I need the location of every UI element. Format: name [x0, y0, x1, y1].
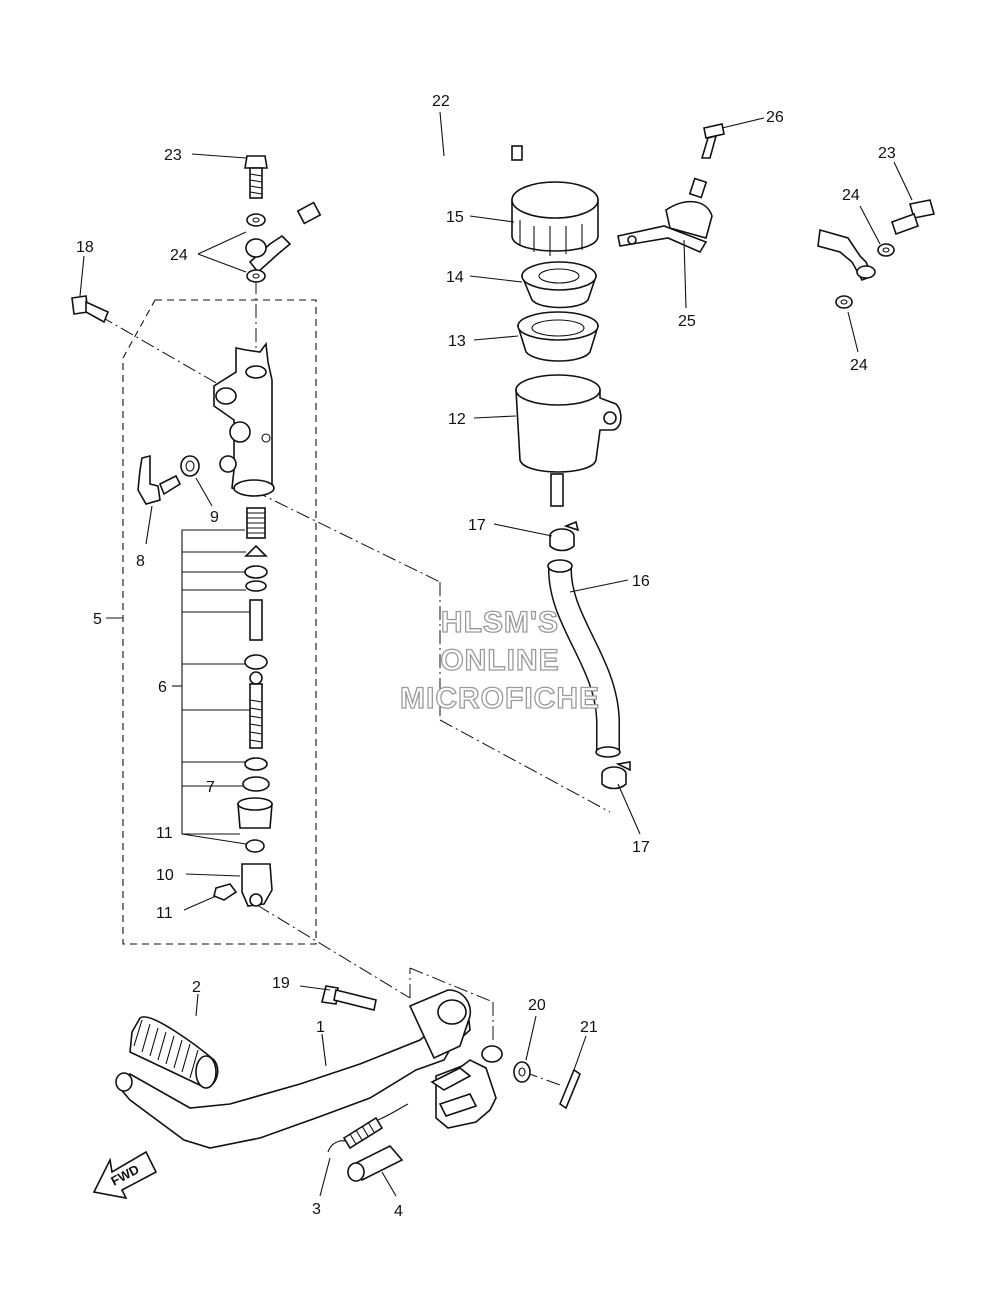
mounting-bolt: [71, 295, 110, 324]
callout-1: 1: [316, 1019, 325, 1036]
master-cylinder-body: [213, 341, 275, 497]
callout-11-upper: 11: [156, 825, 173, 842]
callout-8: 8: [136, 553, 145, 570]
pedal-washer: [513, 1061, 531, 1083]
footrest-rubber: [129, 1016, 219, 1089]
callout-2: 2: [192, 979, 201, 996]
callout-17-lower: 17: [632, 839, 650, 856]
callout-19: 19: [272, 975, 290, 992]
watermark-line-1: HLSM'S: [441, 606, 559, 639]
callout-26: 26: [766, 109, 784, 126]
callout-16: 16: [632, 573, 650, 590]
locknut-upper: [245, 839, 265, 853]
hose-joint: [137, 454, 182, 505]
callout-22: 22: [432, 93, 450, 110]
diaphragm: [516, 311, 600, 362]
callout-23-left: 23: [164, 147, 182, 164]
return-spring: [327, 1103, 409, 1153]
cotter-pin: [559, 1068, 581, 1110]
assembly-boundary: [122, 299, 317, 945]
locknut-lower: [213, 883, 238, 901]
pedal-pivot-pin: [321, 985, 377, 1011]
kit-bracket: [181, 529, 250, 835]
spring-sleeve: [347, 1145, 404, 1182]
union-bolt-left: [244, 155, 268, 199]
reservoir-cap: [511, 181, 599, 256]
joint-o-ring: [180, 455, 200, 477]
hose-guide-bolt: [700, 123, 725, 159]
union-bolt-right: [890, 199, 936, 236]
callout-20: 20: [528, 997, 546, 1014]
callout-23-right: 23: [878, 145, 896, 162]
callout-15: 15: [446, 209, 464, 226]
callout-11-lower: 11: [156, 905, 173, 922]
watermark-line-2: ONLINE: [440, 644, 559, 677]
callout-10: 10: [156, 867, 174, 884]
callout-24-left: 24: [170, 247, 188, 264]
alignment-lines: [99, 280, 611, 1086]
callout-24-right-upper: 24: [842, 187, 860, 204]
callout-21: 21: [580, 1019, 598, 1036]
callout-9: 9: [210, 509, 219, 526]
washers: [245, 213, 895, 309]
callout-18: 18: [76, 239, 94, 256]
brake-pedal: [115, 989, 503, 1149]
callout-6: 6: [158, 679, 167, 696]
clevis: [241, 863, 273, 907]
callout-labels: 1 2 3 4 5 6 7 8 9 10 11 11 12 13 14 15 1…: [76, 93, 896, 1220]
watermark: HLSM'S ONLINE MICROFICHE: [399, 605, 600, 715]
callout-25: 25: [678, 313, 696, 330]
callout-17-upper: 17: [468, 517, 486, 534]
diaphragm-plate: [520, 261, 598, 309]
callout-7: 7: [206, 779, 215, 796]
reservoir-hose: [547, 559, 621, 758]
leader-lines: [79, 111, 913, 1197]
watermark-line-3: MICROFICHE: [400, 682, 600, 715]
hose-clip-upper: [549, 520, 580, 552]
hose-clamp-bracket: [617, 200, 713, 254]
callout-12: 12: [448, 411, 466, 428]
forward-direction-arrow: FWD: [92, 1150, 158, 1200]
piston-kit: [237, 507, 273, 829]
callout-13: 13: [448, 333, 466, 350]
callout-14: 14: [446, 269, 464, 286]
callout-3: 3: [312, 1201, 321, 1218]
callout-24-right-lower: 24: [850, 357, 868, 374]
callout-4: 4: [394, 1203, 403, 1220]
hose-clip-lower: [601, 761, 631, 790]
reservoir-tank: [515, 374, 622, 507]
callout-5: 5: [93, 611, 102, 628]
